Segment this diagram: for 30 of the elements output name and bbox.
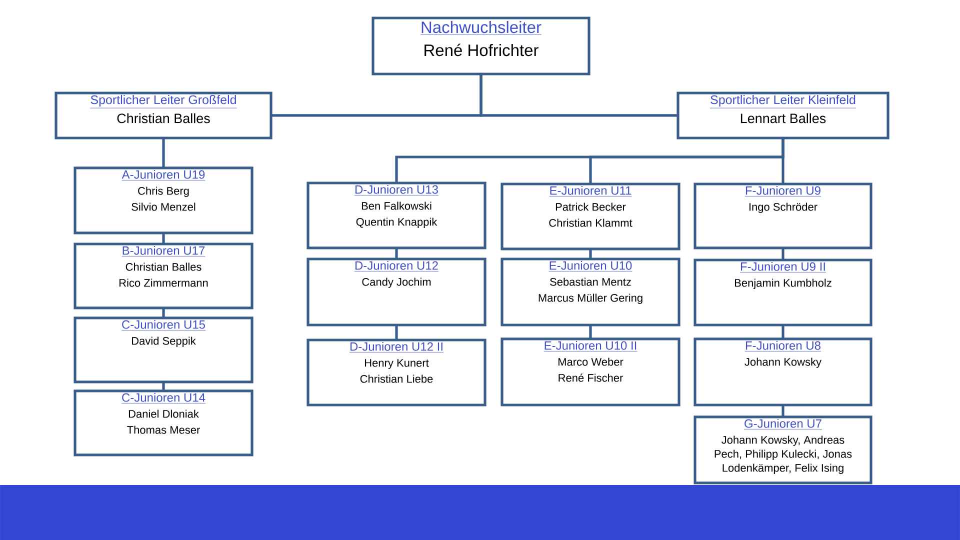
connector-line — [782, 248, 784, 260]
org-chart-box: Nachwuchsleiter René Hofrichter — [372, 16, 590, 76]
connector-line — [162, 232, 165, 244]
org-chart-box: D-Junioren U12 Candy Jochim — [306, 258, 486, 326]
org-chart-box: A-Junioren U19 Chris Berg Silvio Menzel — [74, 166, 254, 234]
org-chart-box: E-Junioren U10 II Marco Weber René Fischer — [500, 338, 680, 406]
org-chart-box: G-Junioren U7 Johann Kowsky, Andreas Pech, Philipp Kulecki, Jonas Lodenkämper, Felix Ising — [694, 416, 872, 484]
org-chart-box: E-Junioren U10 Sebastian Mentz Marcus Müller Gering — [500, 258, 680, 326]
connector-line — [589, 325, 592, 339]
org-chart-box: D-Junioren U13 Ben Falkowski Quentin Knappik — [306, 182, 486, 250]
connector-line — [162, 138, 165, 168]
connector-line — [395, 325, 398, 340]
org-chart-box: Sportlicher Leiter Großfeld Christian Balles — [54, 92, 272, 140]
connector-line — [782, 405, 784, 417]
connector-line — [782, 325, 784, 339]
org-chart-box: E-Junioren U11 Patrick Becker Christian Klammt — [500, 182, 680, 250]
org-chart-box: C-Junioren U14 Daniel Dloniak Thomas Meser — [74, 390, 254, 456]
connector-line — [589, 248, 592, 259]
connector-line — [162, 382, 165, 391]
org-chart-box: C-Junioren U15 David Seppik — [74, 316, 254, 384]
org-chart-box: D-Junioren U12 II Henry Kunert Christian Liebe — [306, 338, 486, 406]
org-chart-box: B-Junioren U17 Christian Balles Rico Zimmermann — [74, 242, 254, 310]
connector-line — [395, 248, 398, 259]
org-chart-box: Sportlicher Leiter Kleinfeld Lennart Balles — [676, 92, 890, 140]
org-chart-box: F-Junioren U9 Ingo Schröder — [694, 182, 872, 250]
connector-line — [480, 74, 678, 117]
connector-line — [782, 138, 784, 184]
connector-line — [162, 308, 165, 318]
org-chart-box: F-Junioren U9 II Benjamin Kumbholz — [694, 258, 872, 326]
org-chart-box: F-Junioren U8 Johann Kowsky — [694, 338, 872, 406]
